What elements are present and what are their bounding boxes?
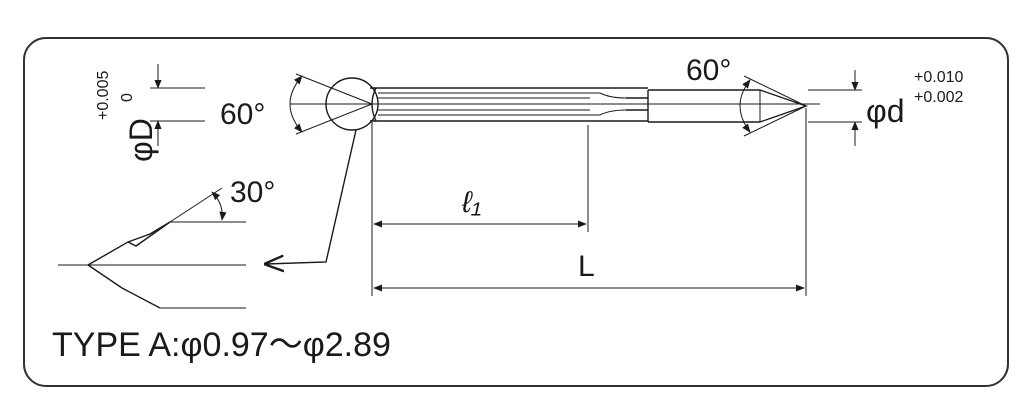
right-tip-angle-label: 60° [686, 54, 731, 87]
pilot-tolerance-upper: +0.010 [914, 69, 963, 86]
type-caption: TYPE A:φ0.97～φ2.89 [52, 326, 391, 364]
drawing-frame [23, 37, 1009, 387]
pilot-diameter-dimension [808, 70, 862, 146]
shank-diameter-label: φD [123, 118, 159, 162]
right-tip-angle [739, 75, 807, 137]
shank-tolerance-upper: +0.005 [95, 71, 112, 120]
left-tip-angle-label: 60° [220, 98, 265, 131]
left-tip-detail [266, 73, 379, 264]
length-dimensions [371, 108, 807, 296]
overall-length-label: L [578, 250, 595, 283]
detail-view [58, 187, 246, 309]
detail-angle-label: 30° [230, 176, 275, 209]
shank-diameter-dimension [150, 64, 205, 146]
pilot-diameter-label: φd [866, 93, 905, 129]
pilot-tolerance-lower: +0.002 [914, 89, 963, 106]
flute-length-label: ℓ₁ [461, 186, 481, 219]
shank-tolerance-lower: 0 [119, 93, 136, 102]
